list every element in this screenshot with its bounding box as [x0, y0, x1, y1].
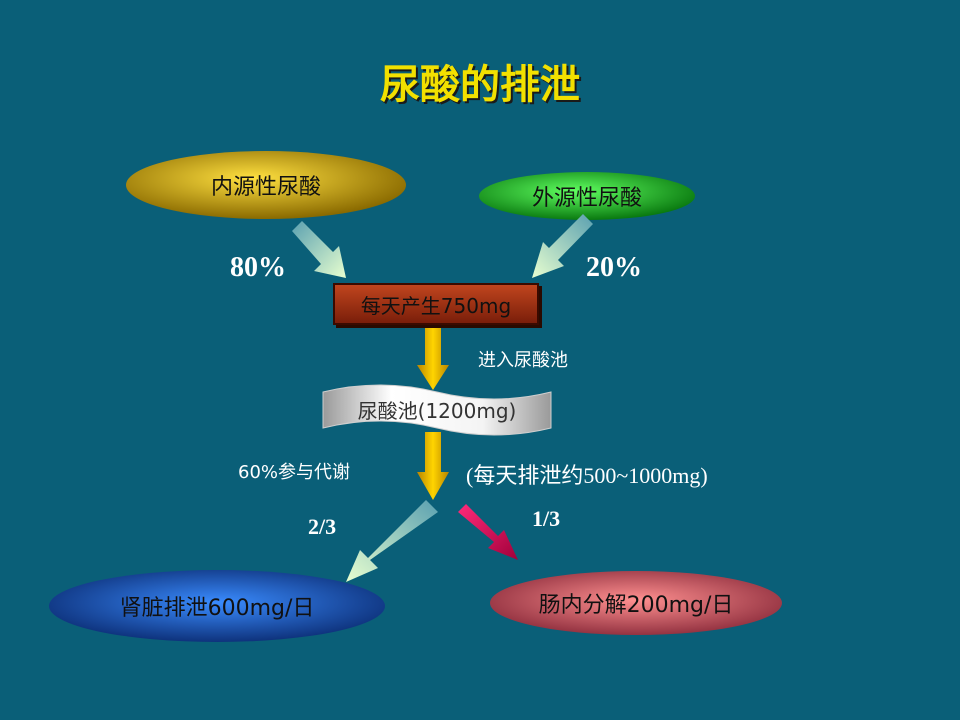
- arrow-endogenous: [292, 221, 346, 278]
- endogenous-label: 内源性尿酸: [210, 175, 321, 200]
- arrow-intestine: [458, 504, 518, 560]
- metabolism-label: 60%参与代谢: [238, 462, 351, 483]
- intestine-label: 肠内分解200mg/日: [538, 593, 734, 618]
- arrow-kidney: [346, 500, 438, 582]
- kidney-label: 肾脏排泄600mg/日: [119, 596, 315, 621]
- pool-banner: [322, 384, 552, 436]
- exogenous-ellipse: [479, 172, 695, 220]
- intestine-fraction: 1/3: [532, 506, 561, 531]
- kidney-fraction: 2/3: [308, 514, 337, 539]
- pool-label: 尿酸池(1200mg): [357, 398, 517, 423]
- daily-production-box: 每天产生750mg: [333, 283, 539, 325]
- exogenous-label: 外源性尿酸: [531, 186, 642, 211]
- arrow-from-pool: [417, 432, 449, 500]
- arrow-to-pool: [417, 327, 449, 390]
- endogenous-ellipse: [126, 151, 406, 219]
- arrow-exogenous: [532, 214, 593, 278]
- page-title: 尿酸的排泄: [380, 62, 580, 108]
- kidney-ellipse: [49, 570, 385, 642]
- intestine-ellipse: [490, 571, 782, 635]
- exogenous-percent: 20%: [586, 252, 642, 283]
- enter-pool-label: 进入尿酸池: [478, 350, 568, 371]
- endogenous-percent: 80%: [230, 252, 286, 283]
- daily-excretion-label: (每天排泄约500~1000mg): [466, 463, 708, 488]
